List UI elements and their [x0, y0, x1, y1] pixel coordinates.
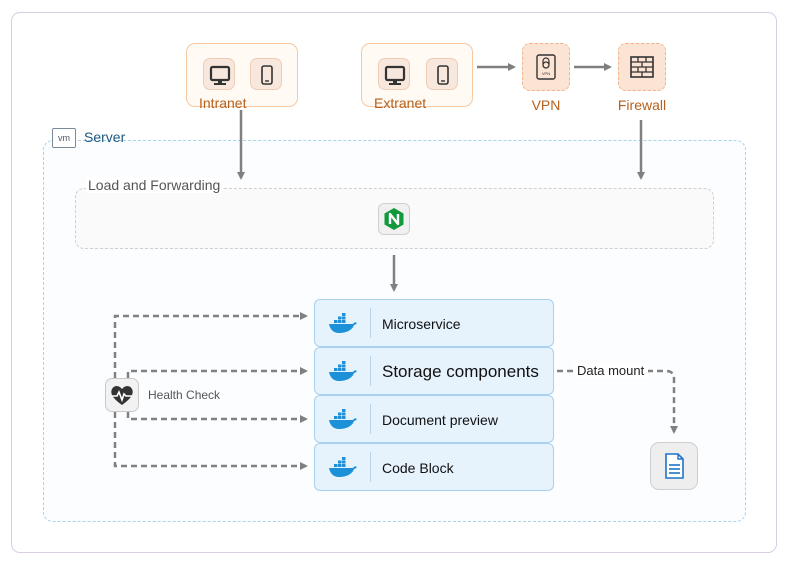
svg-text:VPN: VPN — [542, 71, 550, 76]
extranet-label: Extranet — [374, 95, 427, 111]
server-label: Server — [84, 129, 126, 145]
docker-icon — [329, 313, 357, 333]
nginx-icon — [378, 203, 410, 235]
service-storage-components: Storage components — [314, 347, 554, 395]
mobile-phone-icon — [426, 58, 458, 90]
document-icon — [650, 442, 698, 490]
data-mount-link — [557, 369, 678, 434]
load-forwarding-label: Load and Forwarding — [86, 177, 223, 193]
service-microservice: Microservice — [314, 299, 554, 347]
service-label: Document preview — [382, 412, 498, 428]
docker-icon — [329, 361, 357, 381]
service-code-block: Code Block — [314, 443, 554, 491]
vpn-label: VPN — [531, 97, 561, 113]
service-label: Microservice — [382, 316, 461, 332]
health-check-link-codeblock — [113, 412, 308, 470]
service-divider — [370, 404, 371, 434]
desktop-icon — [378, 58, 410, 90]
heartbeat-icon — [105, 378, 139, 412]
service-document-preview: Document preview — [314, 395, 554, 443]
service-label: Code Block — [382, 460, 454, 476]
service-divider — [370, 452, 371, 482]
firewall-icon — [618, 43, 666, 91]
intranet-label: Intranet — [199, 95, 247, 111]
mobile-phone-icon — [250, 58, 282, 90]
vpn-icon: VPN — [522, 43, 570, 91]
vm-icon: vm — [52, 128, 76, 148]
docker-icon — [329, 457, 357, 477]
service-label: Storage components — [382, 362, 539, 381]
docker-icon — [329, 409, 357, 429]
service-divider — [370, 356, 371, 386]
service-divider — [370, 308, 371, 338]
data-mount-label: Data mount — [573, 363, 649, 378]
health-check-link-storage — [126, 367, 308, 378]
firewall-label: Firewall — [617, 97, 667, 113]
desktop-icon — [203, 58, 235, 90]
health-check-label: Health Check — [148, 388, 221, 402]
health-check-link-preview — [126, 412, 308, 423]
health-check-link-microservice — [113, 312, 308, 378]
